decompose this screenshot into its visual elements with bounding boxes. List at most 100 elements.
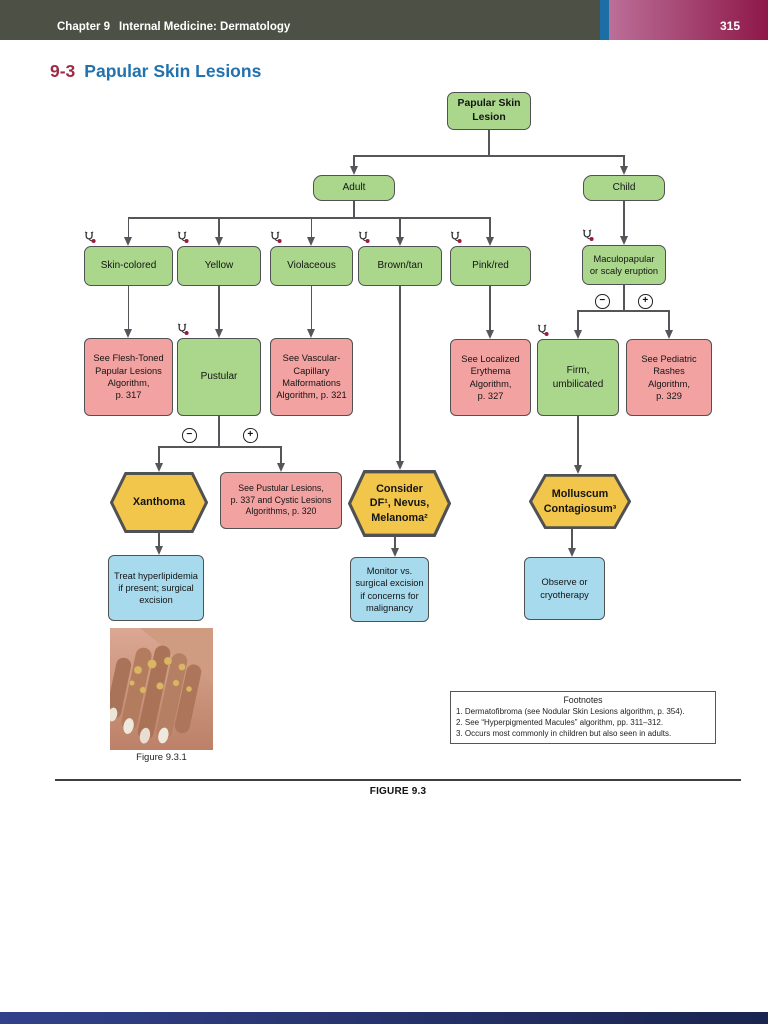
- figure-divider: [55, 779, 741, 781]
- node-erythema-ref: See Localized Erythema Algorithm, p. 327: [450, 339, 531, 416]
- hexagon-shape: [110, 472, 208, 533]
- connector-line: [394, 537, 396, 549]
- arrowhead-down: [154, 546, 163, 555]
- node-violaceous: Violaceous: [270, 246, 353, 286]
- section-title-text: Papular Skin Lesions: [84, 61, 262, 81]
- arrowhead-down: [124, 329, 132, 338]
- connector-line: [489, 218, 491, 238]
- connector-line: [399, 218, 401, 238]
- connector-line: [623, 201, 625, 237]
- node-molluscum-label: Molluscum Contagiosum³: [543, 488, 617, 515]
- node-papular-skin-lesion: Papular Skin Lesion: [447, 92, 531, 130]
- footnote-item: 1. Dermatofibroma (see Nodular Skin Lesi…: [456, 707, 685, 716]
- connector-line: [310, 218, 313, 238]
- footnotes-box: Footnotes 1. Dermatofibroma (see Nodular…: [450, 691, 716, 745]
- header-magenta-band: [609, 0, 768, 40]
- minus-circle: −: [182, 428, 197, 443]
- figure-label: FIGURE 9.3: [369, 786, 427, 797]
- connector-line: [353, 155, 625, 157]
- arrowhead-down: [664, 330, 673, 339]
- arrowhead-down: [124, 237, 132, 246]
- minus-circle: −: [595, 294, 610, 309]
- connector-line: [127, 218, 130, 238]
- connector-line: [623, 285, 625, 312]
- node-monitor-excision: Monitor vs. surgical excision if concern…: [350, 557, 429, 622]
- arrowhead-down: [485, 237, 494, 246]
- connector-line: [668, 311, 670, 331]
- node-treat-hyperlipidemia: Treat hyperlipidemia if present; surgica…: [108, 555, 204, 621]
- header-blue-stripe: [600, 0, 609, 40]
- stethoscope-icon: [358, 231, 370, 243]
- arrowhead-down: [567, 548, 576, 557]
- arrowhead-down: [276, 463, 285, 472]
- node-flesh-toned-ref: See Flesh-Toned Papular Lesions Algorith…: [84, 338, 173, 416]
- arrowhead-down: [573, 330, 582, 339]
- stethoscope-icon: [84, 231, 96, 243]
- node-child: Child: [583, 175, 665, 201]
- photo-caption: Figure 9.3.1: [136, 752, 187, 763]
- arrowhead-down: [390, 548, 399, 557]
- bottom-bar: [0, 1012, 768, 1024]
- footnote-item: 2. See “Hyperpigmented Macules” algorith…: [456, 717, 664, 727]
- connector-line: [489, 286, 491, 331]
- arrowhead-down: [485, 330, 494, 339]
- connector-line: [218, 218, 220, 238]
- chapter-label: Chapter 9: [57, 21, 111, 33]
- node-adult: Adult: [313, 175, 395, 201]
- stethoscope-icon: [582, 229, 594, 241]
- plus-sign: +: [642, 295, 649, 307]
- stethoscope-icon: [177, 323, 189, 335]
- connector-line: [158, 533, 160, 547]
- arrowhead-down: [349, 166, 358, 175]
- connector-line: [577, 311, 579, 331]
- hexagon-shape: [529, 474, 631, 529]
- connector-line: [310, 286, 313, 330]
- footnote-item: 3. Occurs most commonly in children but …: [456, 728, 672, 738]
- connector-line: [280, 447, 282, 464]
- minus-sign: −: [599, 295, 606, 307]
- node-molluscum: Molluscum Contagiosum³: [529, 474, 631, 529]
- section-number: 9-3: [50, 61, 76, 81]
- clinical-photo: [110, 628, 213, 750]
- hexagon-shape: [348, 470, 451, 537]
- node-xanthoma-label: Xanthoma: [132, 496, 186, 509]
- connector-line: [399, 286, 401, 462]
- page-number: 315: [719, 19, 740, 33]
- node-pink-red: Pink/red: [450, 246, 531, 286]
- connector-line: [623, 156, 625, 167]
- connector-line: [577, 416, 579, 466]
- stethoscope-icon: [537, 324, 549, 336]
- arrowhead-down: [307, 329, 315, 338]
- connector-line: [127, 217, 491, 219]
- arrowhead-down: [395, 461, 404, 470]
- plus-circle: +: [243, 428, 258, 443]
- arrowhead-down: [214, 329, 223, 338]
- node-consider-df-label: Consider DF¹, Nevus, Melanoma²: [369, 483, 430, 524]
- section-title: 9-3 Papular Skin Lesions: [50, 61, 261, 82]
- connector-line: [571, 529, 573, 549]
- arrowhead-down: [395, 237, 404, 246]
- node-pediatric-ref: See Pediatric Rashes Algorithm, p. 329: [626, 339, 712, 416]
- arrowhead-down: [154, 463, 163, 472]
- plus-circle: +: [638, 294, 653, 309]
- node-brown-tan: Brown/tan: [358, 246, 442, 286]
- connector-line: [218, 416, 220, 448]
- connector-line: [158, 446, 283, 448]
- node-vascular-ref: See Vascular- Capillary Malformations Al…: [270, 338, 353, 416]
- connector-line: [353, 156, 355, 167]
- node-observe-cryotherapy: Observe or cryotherapy: [524, 557, 605, 620]
- connector-line: [353, 201, 355, 219]
- stethoscope-icon: [177, 231, 189, 243]
- node-pustular-lesions-ref: See Pustular Lesions, p. 337 and Cystic …: [220, 472, 342, 529]
- connector-line: [488, 130, 490, 157]
- node-maculopapular: Maculopapular or scaly eruption: [582, 245, 666, 285]
- plus-sign: +: [247, 429, 254, 441]
- node-yellow: Yellow: [177, 246, 261, 286]
- stethoscope-icon: [270, 231, 282, 243]
- stethoscope-icon: [450, 231, 462, 243]
- arrowhead-down: [619, 236, 628, 245]
- footnotes-title: Footnotes: [563, 695, 603, 705]
- connector-line: [158, 447, 160, 464]
